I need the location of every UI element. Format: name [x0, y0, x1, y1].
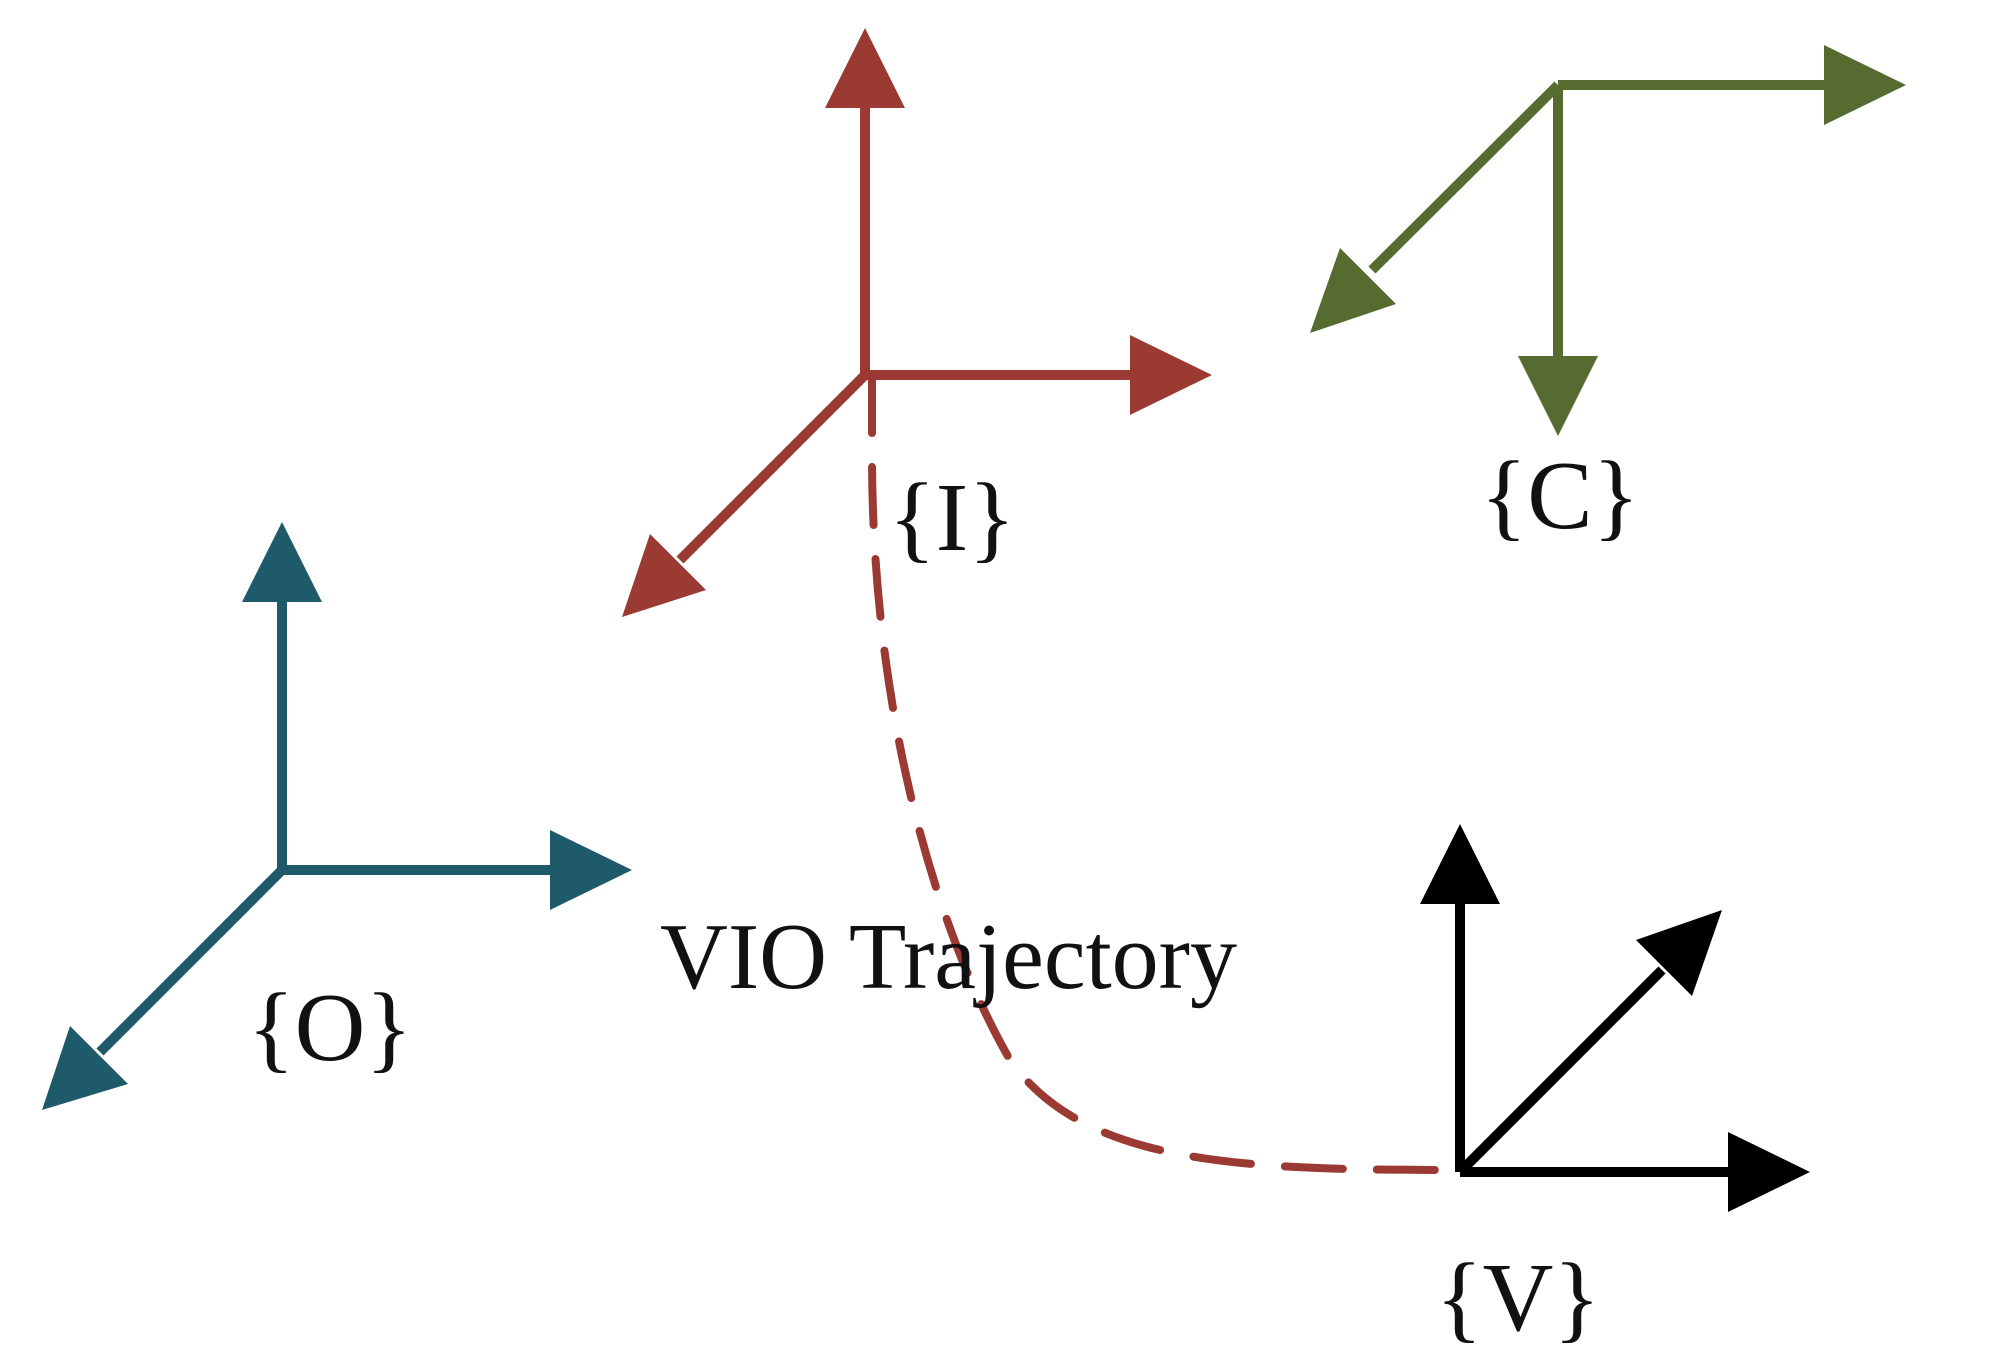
- frame-v-x-arrowhead: [1728, 1132, 1810, 1212]
- frame-i-y-axis: [676, 371, 869, 564]
- frame-v-y-arrowhead: [1636, 910, 1722, 996]
- vio-trajectory-label: VIO Trajectory: [660, 905, 1237, 1009]
- vio-trajectory-curve: [868, 371, 1464, 1174]
- frame-c-label: {C}: [1480, 442, 1639, 550]
- frame-o-z-arrowhead: [242, 522, 322, 602]
- frame-v-y-axis: [1456, 966, 1666, 1176]
- frame-o-label: {O}: [248, 974, 413, 1082]
- frame-v-label: {V}: [1436, 1244, 1601, 1352]
- frame-o-y-axis: [96, 866, 286, 1056]
- frame-i-label: {I}: [889, 464, 1016, 572]
- frame-o-axes: [42, 522, 632, 1110]
- frame-c-x-arrowhead: [1824, 45, 1906, 125]
- frame-o-x-arrowhead: [550, 830, 632, 910]
- frame-c-y-arrowhead: [1310, 248, 1396, 333]
- frame-c-y-axis: [1368, 81, 1562, 274]
- frame-v-axes: [1420, 824, 1810, 1212]
- frame-v-z-arrowhead: [1420, 824, 1500, 904]
- frame-i-x-arrowhead: [1130, 335, 1212, 415]
- frame-i-z-arrowhead: [825, 28, 905, 108]
- frame-i-y-arrowhead: [622, 534, 706, 617]
- frame-c-z-arrowhead: [1518, 356, 1598, 436]
- frame-o-y-arrowhead: [42, 1026, 128, 1110]
- frame-i-axes: [622, 28, 1212, 617]
- frame-c-axes: [1310, 45, 1906, 436]
